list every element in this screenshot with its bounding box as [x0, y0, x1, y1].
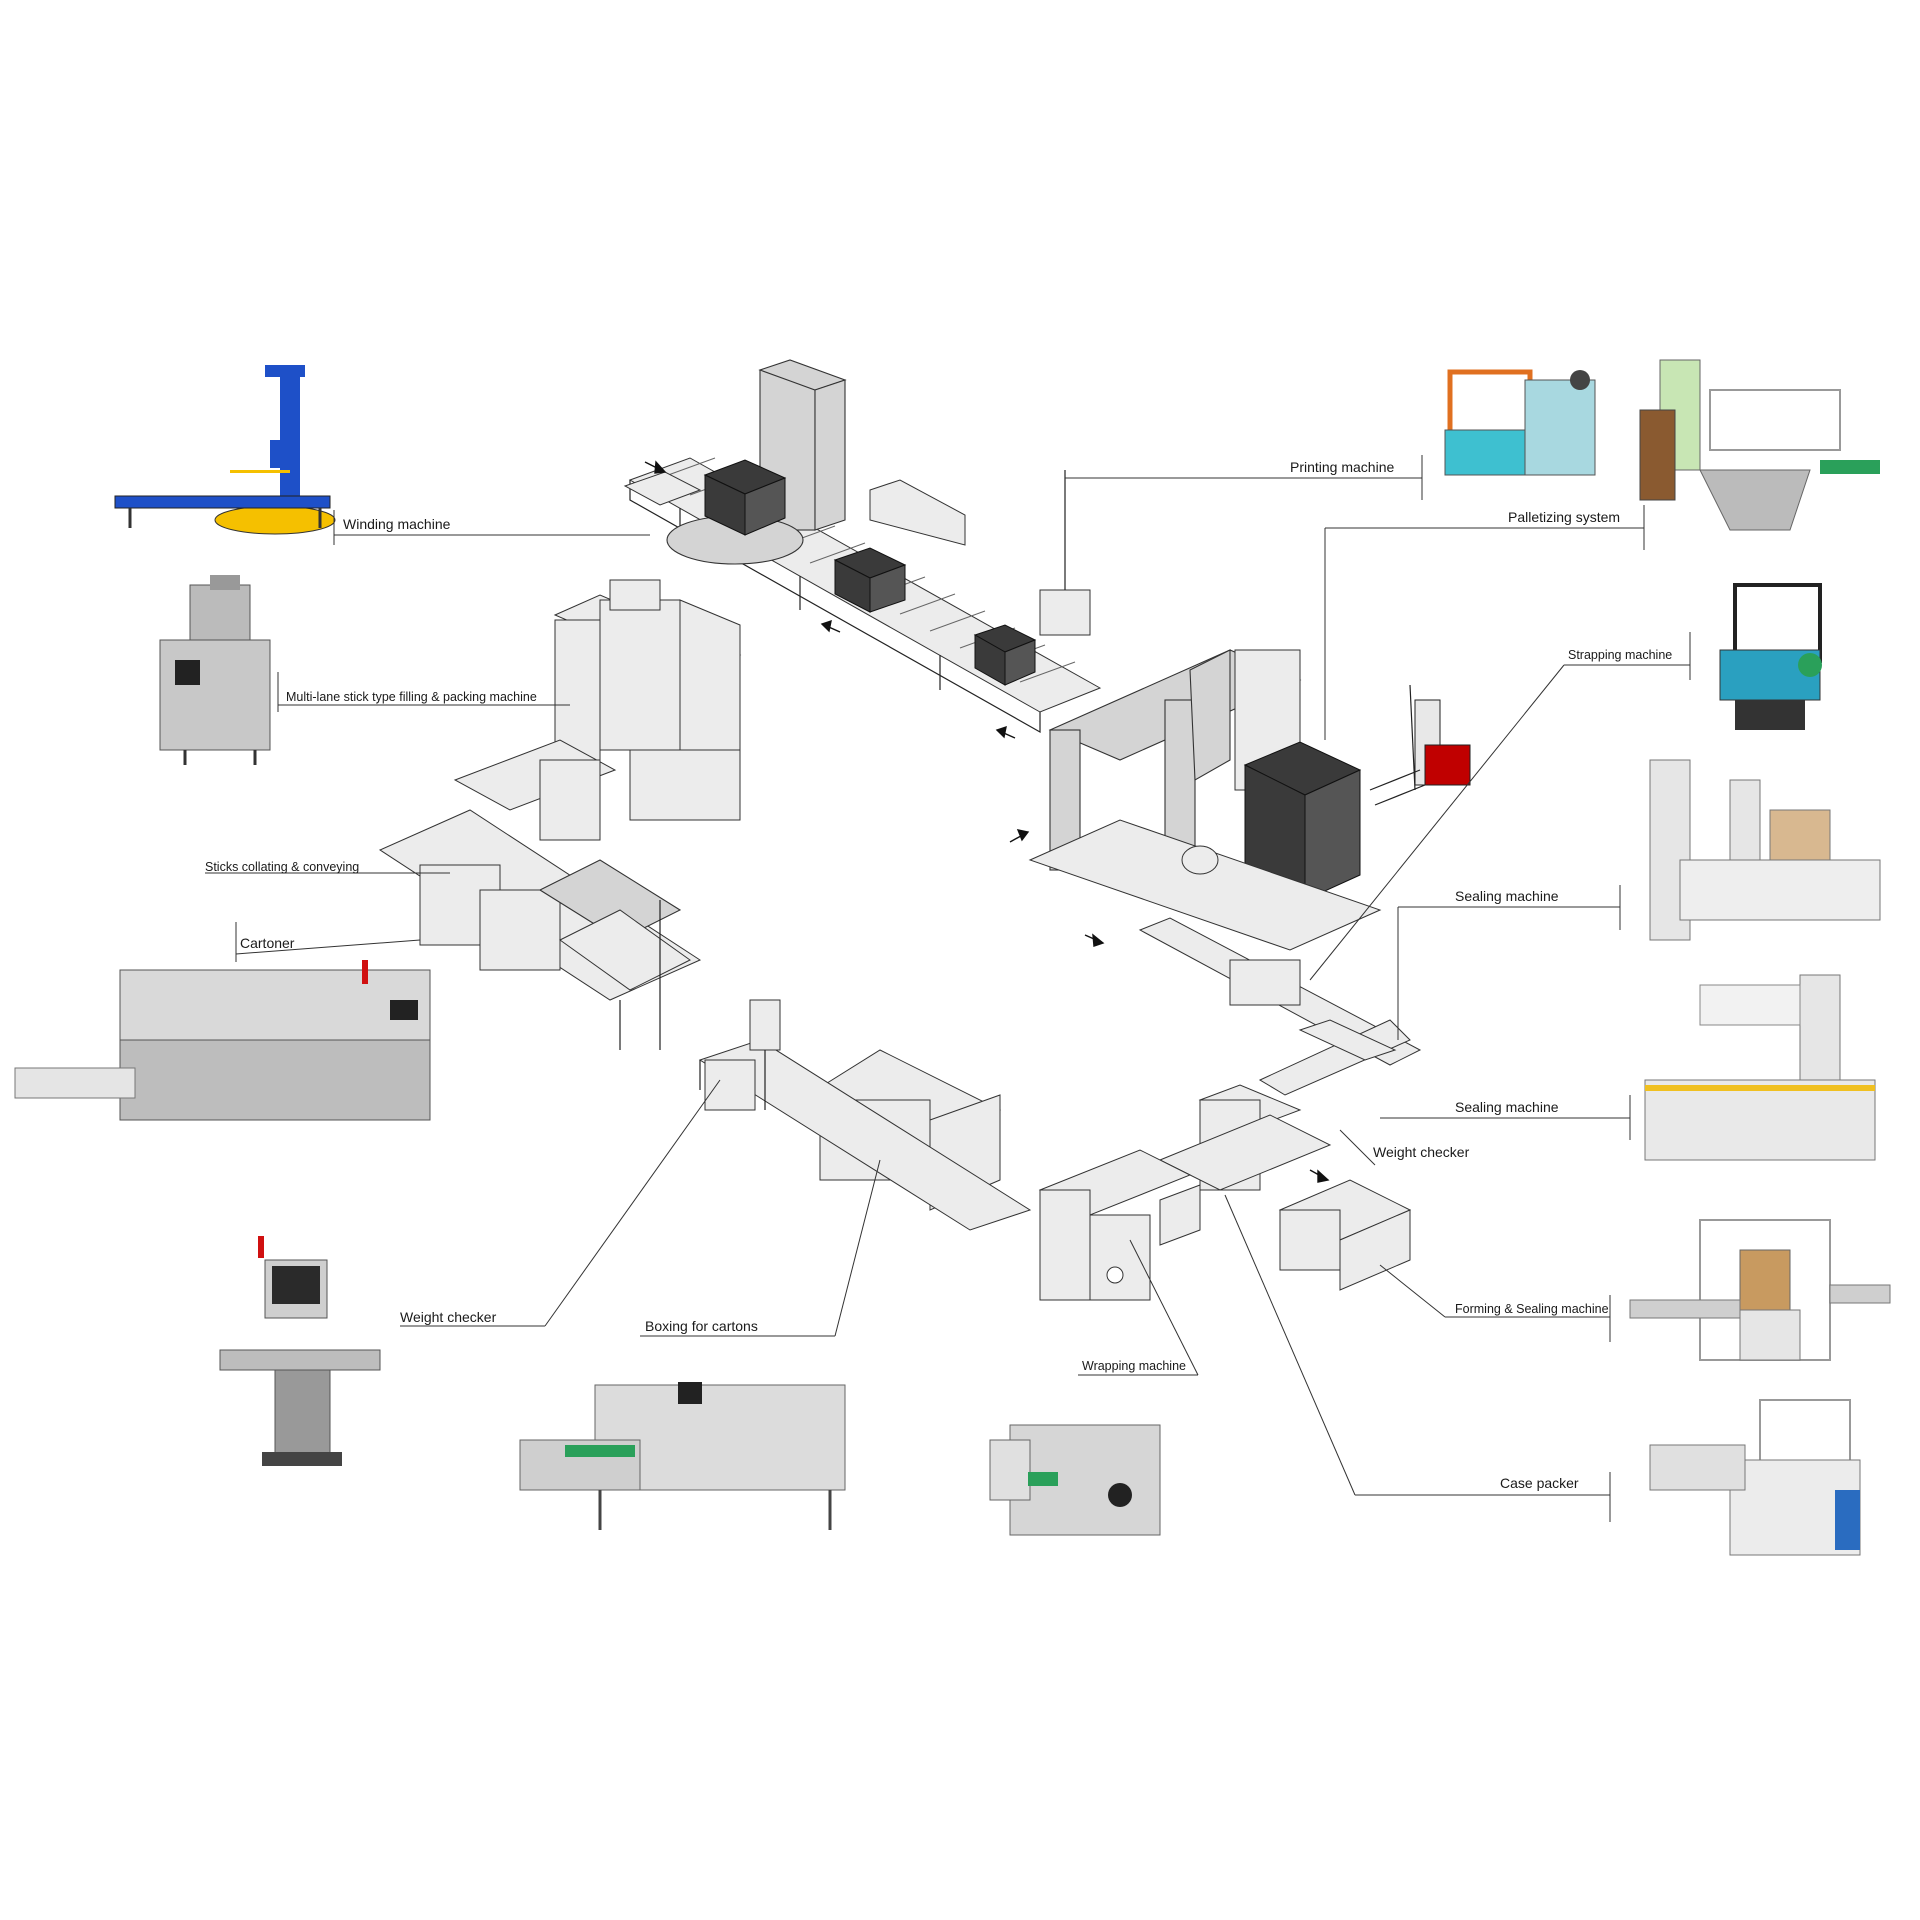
wrapping-image — [989, 1424, 1161, 1536]
label-weight-checker-left: Weight checker — [400, 1309, 497, 1325]
boxing-unit — [698, 1039, 1032, 1231]
label-winding-machine: Winding machine — [343, 516, 451, 532]
cartoner-unit — [378, 809, 702, 1050]
case-packer-image — [1649, 1399, 1861, 1556]
boxing-image — [519, 1382, 846, 1530]
forming-sealing-image — [1629, 1219, 1891, 1361]
weight-checker-mid — [704, 999, 781, 1111]
label-printing-machine: Printing machine — [1290, 459, 1394, 475]
weight-checker-image — [219, 1236, 381, 1466]
right-conveyor — [1138, 917, 1422, 1096]
sealing-1-image — [1649, 759, 1881, 941]
cartoner-image — [14, 960, 431, 1121]
label-cartoner: Cartoner — [240, 935, 295, 951]
stack-2 — [833, 479, 966, 613]
multilane-image — [159, 575, 271, 765]
label-palletizing-system: Palletizing system — [1508, 509, 1620, 525]
label-boxing-for-cartons: Boxing for cartons — [645, 1318, 758, 1334]
multilane-unit — [453, 579, 742, 841]
label-strapping-machine: Strapping machine — [1568, 648, 1672, 662]
label-sticks-collating: Sticks collating & conveying — [205, 860, 359, 874]
label-sealing-machine-1: Sealing machine — [1455, 888, 1559, 904]
line-drawing — [378, 359, 1471, 1301]
label-case-packer: Case packer — [1500, 1475, 1579, 1491]
flow-arrows — [644, 460, 1330, 1183]
wrapping-unit — [1038, 1149, 1201, 1301]
label-sealing-machine-2: Sealing machine — [1455, 1099, 1559, 1115]
winding-machine-image — [114, 365, 336, 535]
stack-3 — [973, 470, 1091, 686]
winding-station — [623, 359, 847, 565]
palletizer — [1028, 649, 1382, 951]
printing-machine-image — [1444, 369, 1596, 476]
label-forming-sealing-machine: Forming & Sealing machine — [1455, 1302, 1609, 1316]
labels: Winding machine Multi-lane stick type fi… — [205, 459, 1672, 1491]
label-weight-checker-right: Weight checker — [1373, 1144, 1470, 1160]
label-multilane-machine: Multi-lane stick type filling & packing … — [286, 690, 537, 704]
sealing-2-image — [1644, 974, 1876, 1161]
leader-lines — [205, 455, 1691, 1522]
strapping-image — [1719, 583, 1822, 730]
case-packer — [1158, 1084, 1412, 1291]
forklift — [1369, 684, 1471, 806]
palletizing-image — [1639, 359, 1880, 531]
label-wrapping-machine: Wrapping machine — [1082, 1359, 1186, 1373]
